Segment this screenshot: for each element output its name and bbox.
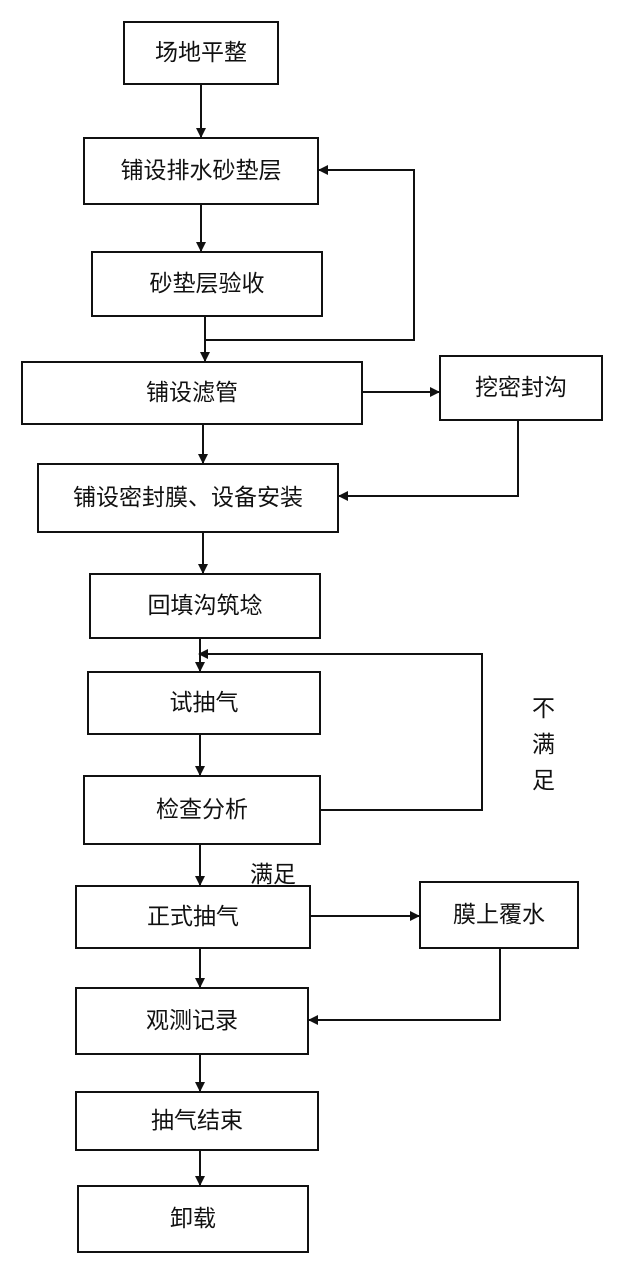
step-pumping-end-label: 抽气结束 (151, 1108, 243, 1134)
not-satisfied-char-2: 满 (532, 732, 555, 758)
step-sand-cushion-acceptance-label: 砂垫层验收 (150, 271, 265, 297)
step-trial-pumping-label: 试抽气 (170, 690, 239, 716)
arrow-water-to-observation (308, 948, 501, 1025)
not-satisfied-char-3: 足 (532, 768, 555, 794)
step-lay-seal-membrane-label: 铺设密封膜、设备安装 (73, 485, 303, 511)
step-site-leveling: 场地平整 (123, 21, 279, 85)
step-formal-pumping: 正式抽气 (75, 885, 311, 949)
step-lay-sand-cushion-label: 铺设排水砂垫层 (121, 158, 282, 184)
step-water-on-membrane: 膜上覆水 (419, 881, 579, 949)
step-lay-sand-cushion: 铺设排水砂垫层 (83, 137, 319, 205)
step-sand-cushion-acceptance: 砂垫层验收 (91, 251, 323, 317)
step-water-on-membrane-label: 膜上覆水 (453, 902, 545, 928)
arrow-not-satisfied-loop (198, 649, 483, 811)
step-site-leveling-label: 场地平整 (155, 40, 247, 66)
step-inspection-analysis-label: 检查分析 (156, 797, 248, 823)
not-satisfied-char-1: 不 (532, 696, 555, 722)
step-pumping-end: 抽气结束 (75, 1091, 319, 1151)
step-lay-filter-pipe: 铺设滤管 (21, 361, 363, 425)
step-lay-seal-membrane: 铺设密封膜、设备安装 (37, 463, 339, 533)
arrow-acceptance-loop-back (205, 165, 415, 341)
step-observation-record-label: 观测记录 (146, 1008, 238, 1034)
step-unloading: 卸载 (77, 1185, 309, 1253)
step-inspection-analysis: 检查分析 (83, 775, 321, 845)
step-formal-pumping-label: 正式抽气 (147, 904, 239, 930)
step-backfill-trench: 回填沟筑埝 (89, 573, 321, 639)
step-trial-pumping: 试抽气 (87, 671, 321, 735)
step-observation-record: 观测记录 (75, 987, 309, 1055)
satisfied-label: 满足 (250, 862, 296, 888)
not-satisfied-label: 不 满 足 (532, 696, 555, 794)
step-dig-seal-trench: 挖密封沟 (439, 355, 603, 421)
step-unloading-label: 卸载 (170, 1206, 216, 1232)
step-lay-filter-pipe-label: 铺设滤管 (146, 380, 238, 406)
step-dig-seal-trench-label: 挖密封沟 (475, 375, 567, 401)
step-backfill-trench-label: 回填沟筑埝 (148, 593, 263, 619)
arrow-trench-to-membrane (338, 420, 519, 501)
